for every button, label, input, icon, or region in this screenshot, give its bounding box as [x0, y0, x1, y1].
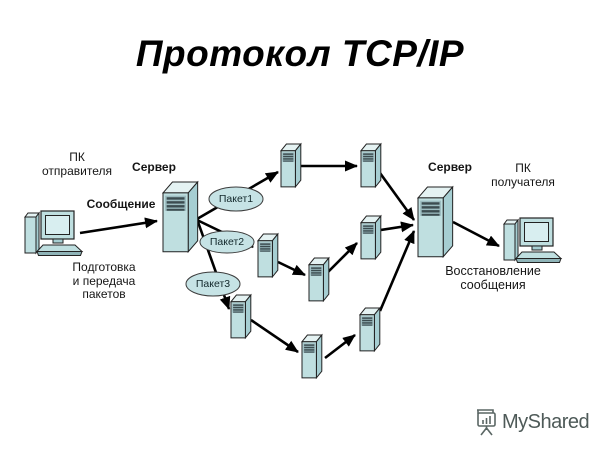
arrow-relay7-to-relay8: [324, 333, 356, 360]
label-line: сообщения: [460, 278, 526, 292]
relay-server-icon-2: [360, 143, 382, 188]
slide-title: Протокол TCP/IP: [135, 33, 465, 74]
relay-server-icon-5: [360, 215, 382, 260]
receiver-pc-icon: [503, 217, 562, 264]
label-line: Восстановление: [445, 264, 541, 278]
packet1-ellipse: [208, 186, 264, 212]
label-line: отправителя: [42, 163, 112, 178]
receiver-server-label: Сервер: [428, 160, 472, 174]
arrow-relay4-to-relay5: [327, 242, 358, 273]
presentation-screen-icon: [477, 409, 496, 436]
packet2-label: Пакет2: [209, 236, 245, 248]
relay-server-icon-1: [280, 143, 302, 188]
arrow-relay8-to-server: [378, 230, 416, 312]
relay-server-icon-4: [308, 257, 330, 302]
restore-label: Восстановление сообщения: [432, 264, 554, 292]
receiver-pc-label: ПК получателя: [478, 161, 568, 189]
arrow-relay6-to-relay7: [250, 318, 299, 354]
label-line: и передача: [72, 273, 136, 288]
watermark: MyShared: [476, 407, 594, 443]
packet1-label: Пакет1: [218, 193, 254, 205]
label-line: Подготовка: [72, 260, 136, 274]
relay-server-icon-8: [359, 307, 381, 352]
arrow-message: [79, 217, 158, 235]
watermark-brand: MyShared: [502, 411, 590, 433]
arrow-relay3-to-relay4: [277, 260, 306, 277]
sender-server-label: Сервер: [132, 160, 176, 174]
arrow-server-to-receiver: [452, 220, 500, 248]
packet3-ellipse: [185, 271, 241, 297]
arrow-relay2-to-server: [378, 172, 416, 221]
prepare-label: Подготовка и передача пакетов: [49, 260, 159, 302]
label-line: ПК: [515, 161, 531, 175]
label-line: пакетов: [82, 287, 126, 301]
arrow-relay5-to-server: [380, 221, 414, 233]
receiver-server-icon: [417, 186, 454, 258]
relay-server-icon-7: [301, 334, 323, 379]
sender-pc-label: ПК отправителя: [27, 150, 127, 178]
label-line: получателя: [491, 174, 555, 189]
relay-server-icon-6: [230, 294, 252, 339]
packet3-label: Пакет3: [195, 278, 231, 290]
packet2-ellipse: [199, 230, 255, 254]
message-label: Сообщение: [86, 197, 156, 211]
label-line: ПК: [69, 150, 85, 164]
sender-pc-icon: [24, 210, 83, 257]
